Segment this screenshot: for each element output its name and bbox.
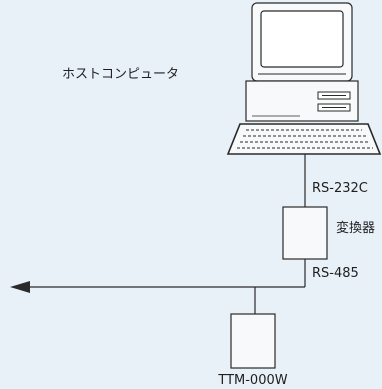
rs232c-label: RS-232C xyxy=(312,181,368,196)
computer-icon xyxy=(226,2,382,155)
device-label: TTM-000W xyxy=(217,373,287,388)
converter-box xyxy=(282,206,328,260)
rs485-label: RS-485 xyxy=(312,266,359,281)
converter-label: 変換器 xyxy=(336,220,375,236)
device-box xyxy=(230,313,276,369)
bus-arrow-left-icon xyxy=(10,281,30,293)
host-computer-label: ホストコンピュータ xyxy=(62,67,179,82)
